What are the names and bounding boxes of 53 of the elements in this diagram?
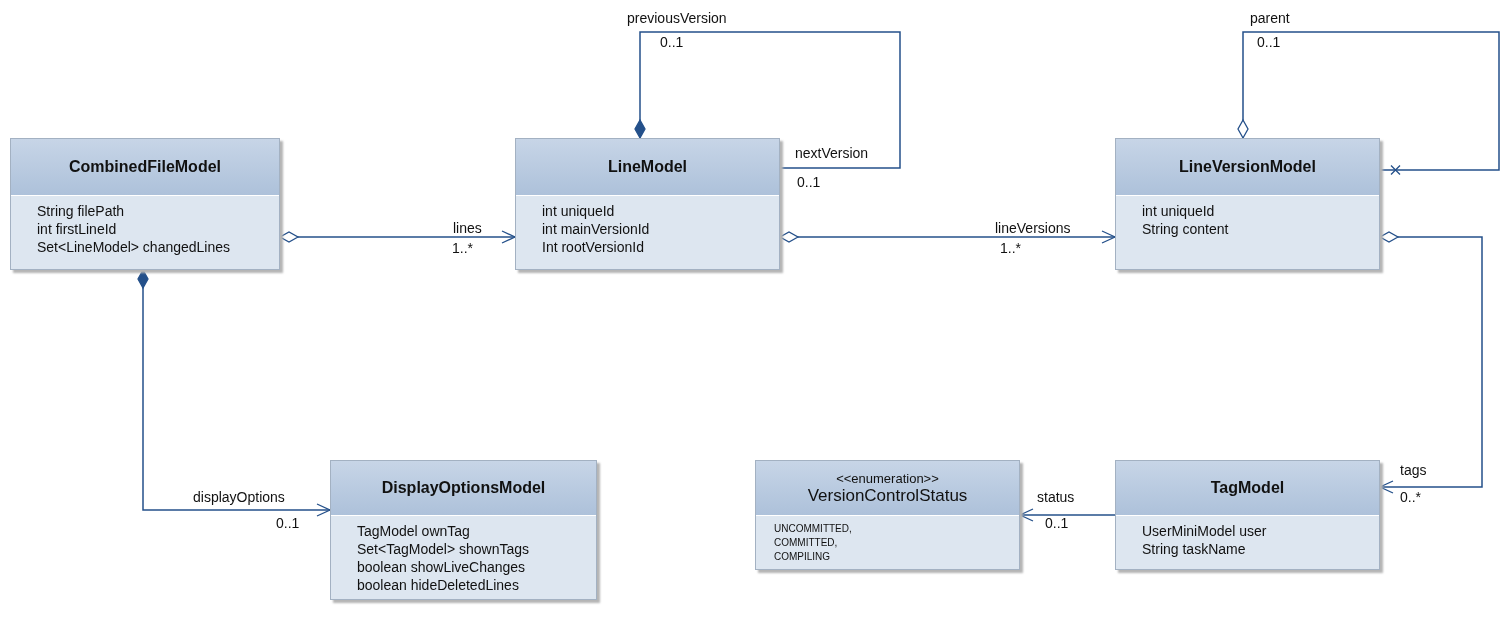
association-line	[634, 31, 901, 169]
multiplicity-label: 0..*	[1400, 489, 1421, 505]
multiplicity-label: 0..1	[276, 515, 300, 531]
attribute-text: boolean showLiveChanges	[357, 558, 527, 576]
role-name: lineVersions	[995, 220, 1071, 236]
class-box	[755, 460, 1020, 570]
class-box	[10, 138, 280, 270]
role-name: lines	[453, 220, 482, 236]
association-line	[279, 230, 516, 244]
attribute-text: int uniqueId	[1142, 202, 1216, 220]
class-box	[1115, 460, 1380, 570]
multiplicity-label: 0..1	[660, 34, 684, 50]
multiplicity-label: 0..1	[1257, 34, 1281, 50]
association-line	[779, 230, 1116, 244]
attribute-text: UserMiniModel user	[1142, 522, 1268, 540]
enum-literal: COMPILING	[774, 550, 832, 564]
attribute-text: String taskName	[1142, 540, 1247, 558]
attribute-text: String content	[1142, 220, 1230, 238]
association-line	[1379, 231, 1483, 494]
class-name: DisplayOptionsModel	[381, 479, 546, 497]
role-name: nextVersion	[795, 145, 869, 161]
multiplicity-label: 1..*	[452, 240, 473, 256]
enum-literal: UNCOMMITTED,	[774, 522, 853, 536]
role-name: status	[1037, 489, 1075, 505]
class-name: TagModel	[1210, 479, 1285, 497]
attribute-text: int firstLineId	[37, 220, 118, 238]
class-box	[1115, 138, 1380, 270]
attribute-text: Set<TagModel> shownTags	[357, 540, 530, 558]
association-line	[1237, 31, 1500, 176]
multiplicity-label: 0..1	[797, 174, 821, 190]
attribute-text: boolean hideDeletedLines	[357, 576, 520, 594]
attribute-text: String filePath	[37, 202, 126, 220]
class-name: LineVersionModel	[1179, 158, 1316, 176]
role-name: tags	[1400, 462, 1427, 478]
role-name: previousVersion	[627, 10, 727, 26]
multiplicity-label: 1..*	[1000, 240, 1021, 256]
attribute-text: int mainVersionId	[542, 220, 651, 238]
multiplicity-label: 0..1	[1045, 515, 1069, 531]
role-name: parent	[1250, 10, 1290, 26]
attribute-text: Set<LineModel> changedLines	[37, 238, 232, 256]
association-line	[1019, 508, 1116, 522]
class-name: CombinedFileModel	[69, 158, 221, 176]
class-box	[515, 138, 780, 270]
class-name: LineModel	[607, 158, 688, 176]
association-line	[137, 269, 331, 517]
stereotype-label: <<enumeration>>	[836, 470, 939, 486]
class-box	[330, 460, 597, 600]
attribute-text: Int rootVersionId	[542, 238, 645, 256]
attribute-text: TagModel ownTag	[357, 522, 471, 540]
enum-literal: COMMITTED,	[774, 536, 839, 550]
class-name: VersionControlStatus	[807, 485, 968, 506]
role-name: displayOptions	[193, 489, 285, 505]
attribute-text: int uniqueId	[542, 202, 616, 220]
